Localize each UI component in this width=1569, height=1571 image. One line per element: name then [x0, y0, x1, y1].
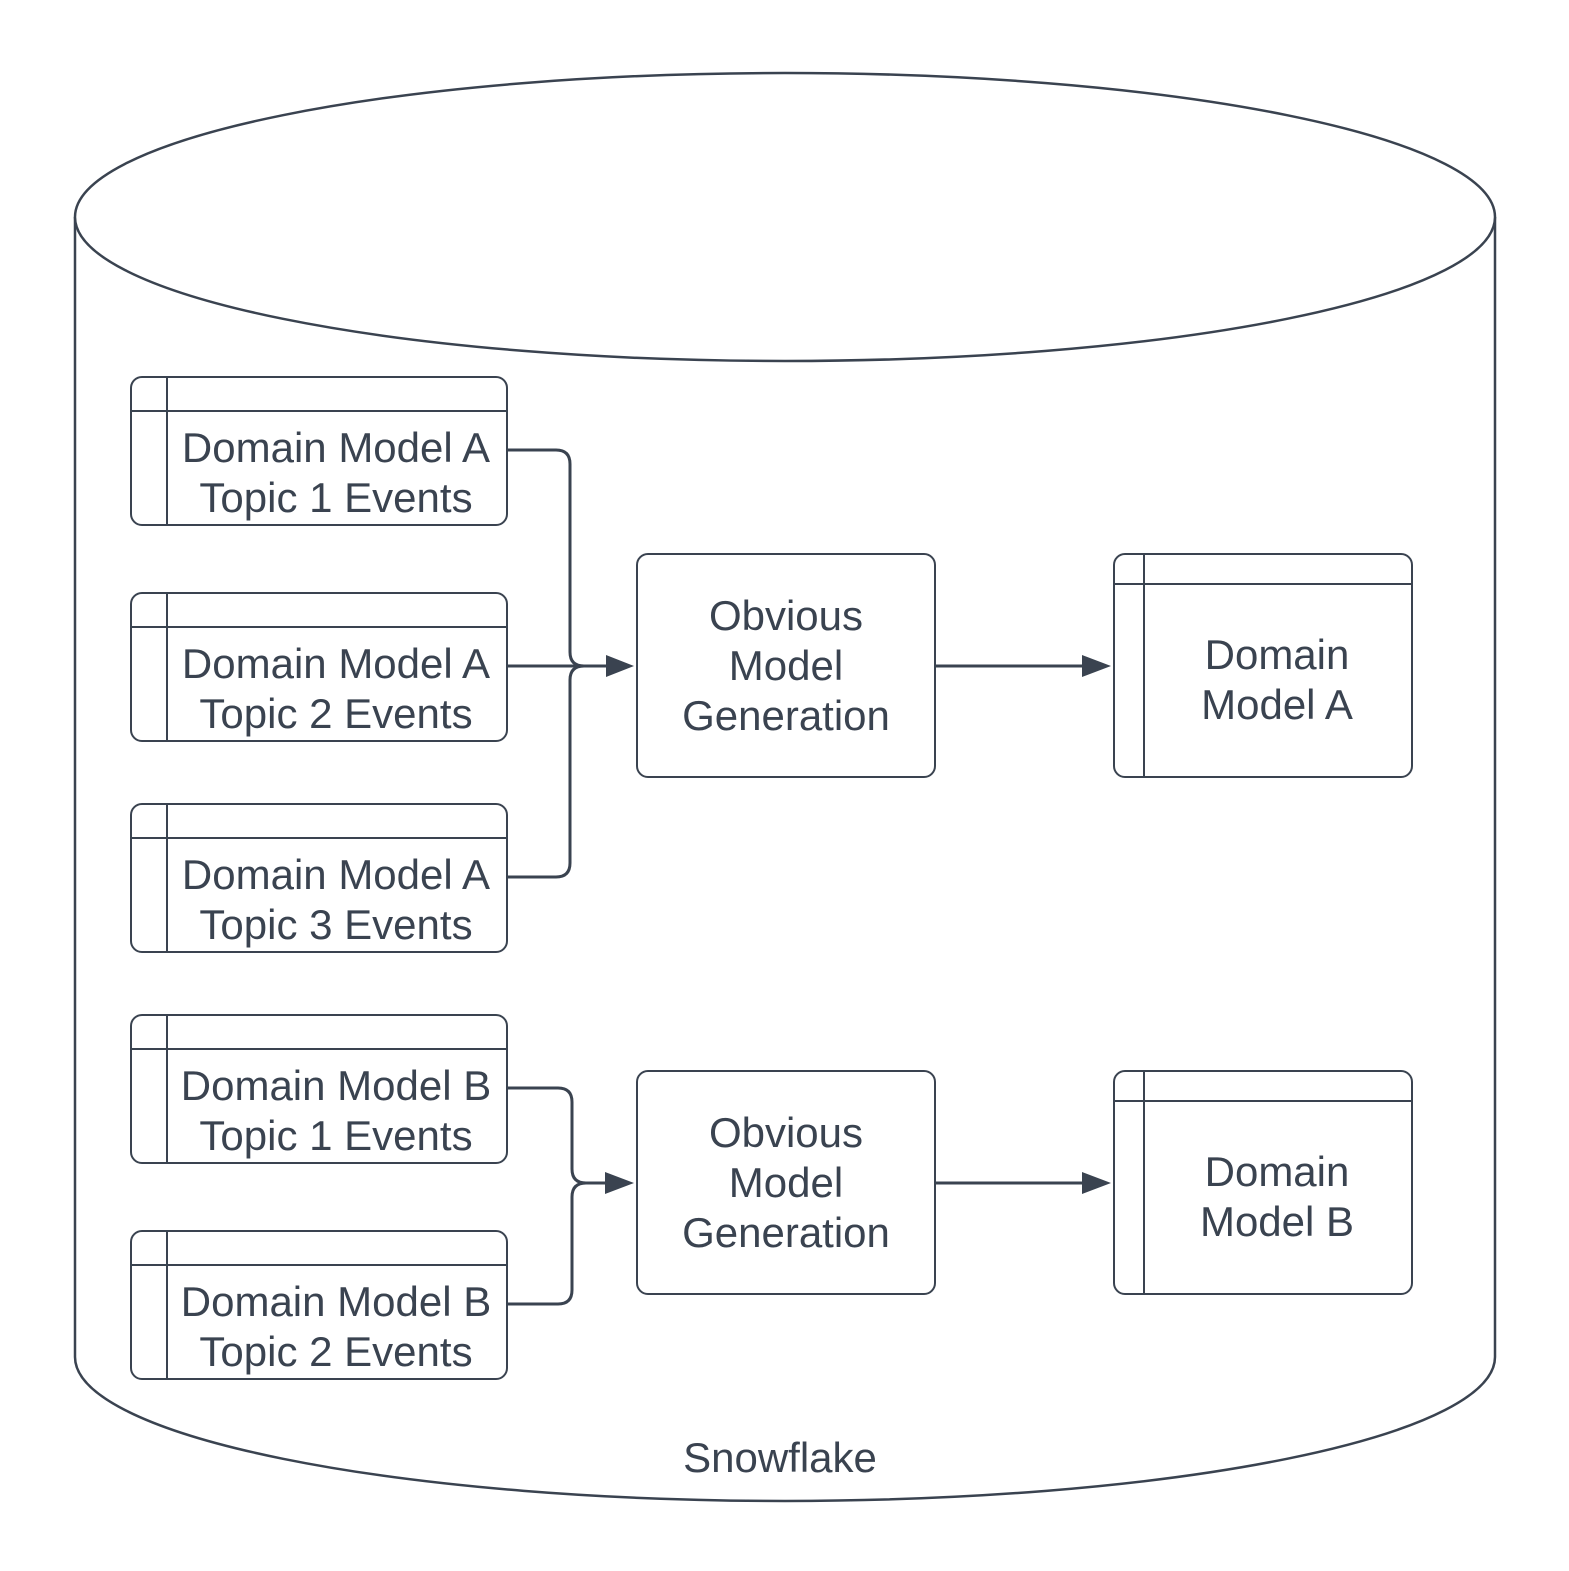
process-label: Obvious Model Generation	[638, 1072, 934, 1293]
connector-b1-to-merge	[508, 1086, 587, 1185]
table-header-divider	[132, 409, 506, 412]
table-label-line: Domain Model A	[181, 640, 491, 687]
table-label-line: Domain Model B	[180, 1062, 492, 1109]
table-label-line: Model A	[1201, 680, 1353, 728]
table-node-domain-model-a-topic-2-events: Domain Model A Topic 2 Events	[130, 592, 508, 742]
table-header-divider	[132, 625, 506, 628]
cylinder-label: Snowflake	[683, 1434, 877, 1481]
arrowhead-into-model-b	[1082, 1172, 1111, 1194]
table-label: Domain Model B Topic 2 Events	[166, 1264, 506, 1378]
process-label-line: Obvious	[708, 1108, 864, 1156]
table-label-line: Domain Model A	[181, 851, 491, 898]
table-column-divider	[165, 378, 168, 524]
process-label: Obvious Model Generation	[638, 555, 934, 776]
table-node-domain-model-b-topic-1-events: Domain Model B Topic 1 Events	[130, 1014, 508, 1164]
table-header-divider	[1115, 582, 1411, 585]
table-label: Domain Model B	[1143, 1100, 1411, 1293]
connector-b-merge-to-process	[508, 1181, 587, 1306]
table-node-domain-model-b-topic-2-events: Domain Model B Topic 2 Events	[130, 1230, 508, 1380]
table-header-divider	[132, 1047, 506, 1050]
table-column-divider	[165, 1016, 168, 1162]
table-label-line: Topic 2 Events	[199, 1328, 473, 1375]
table-node-domain-model-a: Domain Model A	[1113, 553, 1413, 778]
table-label: Domain Model A Topic 3 Events	[166, 837, 506, 951]
table-node-domain-model-a-topic-1-events: Domain Model A Topic 1 Events	[130, 376, 508, 526]
process-label-line: Generation	[682, 1208, 890, 1256]
table-label-line: Domain	[1204, 630, 1350, 678]
table-column-divider	[1142, 555, 1145, 776]
table-header-divider	[132, 836, 506, 839]
table-label-line: Domain	[1204, 1147, 1350, 1195]
process-label-line: Obvious	[708, 591, 864, 639]
table-node-domain-model-a-topic-3-events: Domain Model A Topic 3 Events	[130, 803, 508, 953]
table-header-divider	[1115, 1099, 1411, 1102]
table-column-divider	[165, 1232, 168, 1378]
table-label-line: Model B	[1199, 1197, 1355, 1245]
connector-a3-to-merge	[508, 664, 585, 879]
arrowhead-into-process-a	[606, 655, 634, 677]
process-label-line: Generation	[682, 691, 890, 739]
table-header-divider	[132, 1263, 506, 1266]
table-column-divider	[1142, 1072, 1145, 1293]
arrowhead-into-model-a	[1082, 655, 1111, 677]
table-node-domain-model-b: Domain Model B	[1113, 1070, 1413, 1295]
table-label-line: Topic 1 Events	[199, 1112, 473, 1159]
table-label-line: Topic 2 Events	[199, 690, 473, 737]
cylinder-top-ellipse	[73, 71, 1497, 363]
table-label: Domain Model A Topic 2 Events	[166, 626, 506, 740]
table-column-divider	[165, 594, 168, 740]
table-label-line: Domain Model A	[181, 424, 491, 471]
connector-a1-to-merge	[508, 448, 585, 668]
process-node-obvious-model-generation-b: Obvious Model Generation	[636, 1070, 936, 1295]
process-node-obvious-model-generation-a: Obvious Model Generation	[636, 553, 936, 778]
process-label-line: Model	[728, 1158, 844, 1206]
table-label: Domain Model A Topic 1 Events	[166, 410, 506, 524]
table-column-divider	[165, 805, 168, 951]
table-label-line: Topic 1 Events	[199, 474, 473, 521]
process-label-line: Model	[728, 641, 844, 689]
arrowhead-into-process-b	[605, 1172, 634, 1194]
table-label-line: Topic 3 Events	[199, 901, 473, 948]
table-label: Domain Model A	[1143, 583, 1411, 776]
table-label-line: Domain Model B	[180, 1278, 492, 1325]
table-label: Domain Model B Topic 1 Events	[166, 1048, 506, 1162]
